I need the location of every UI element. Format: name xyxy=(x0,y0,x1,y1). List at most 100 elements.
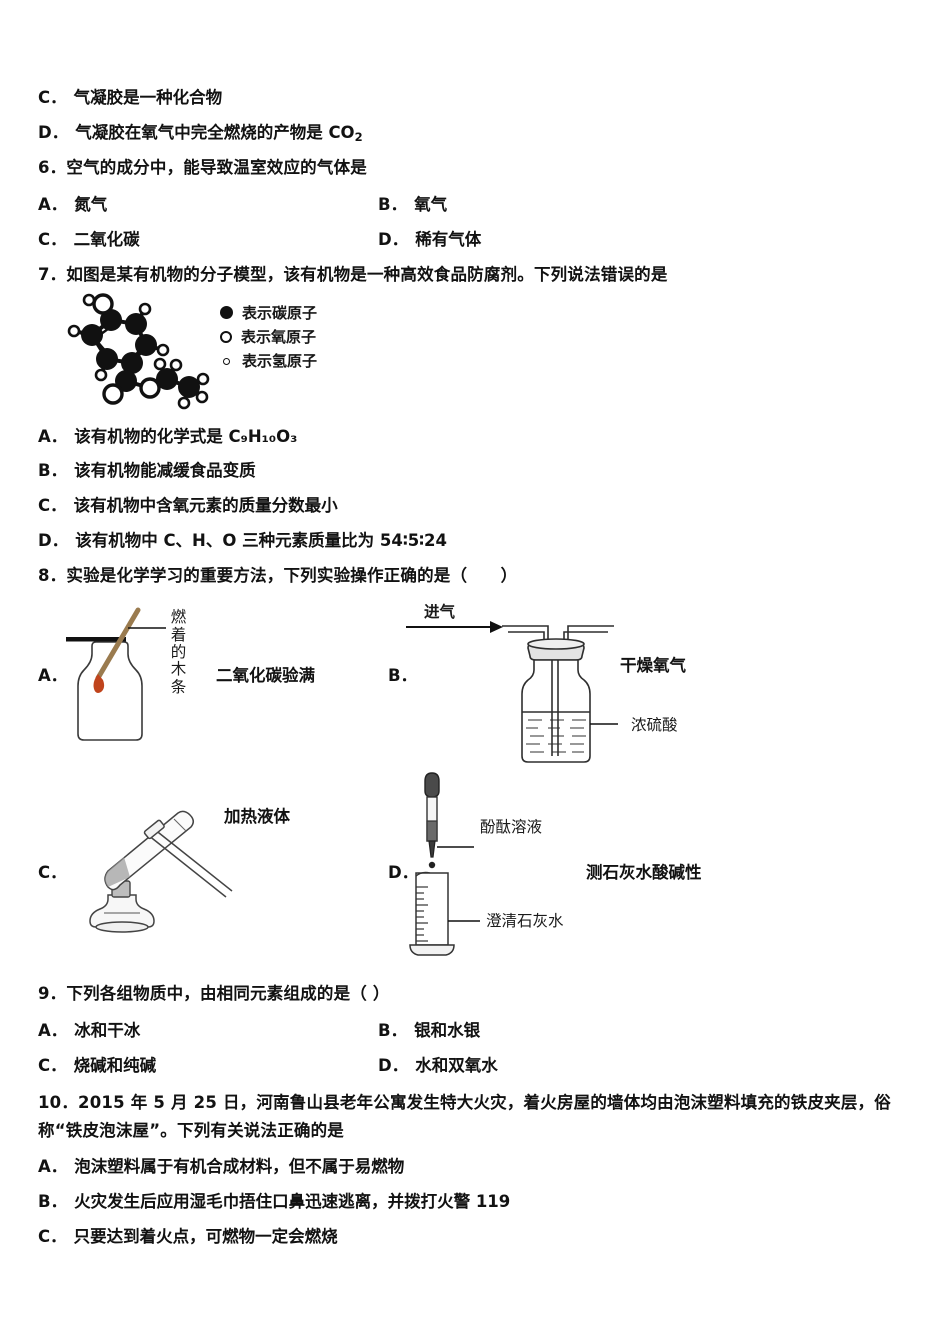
option-text: 稀有气体 xyxy=(415,229,482,249)
question-stem-6: 6．空气的成分中，能导致温室效应的气体是 xyxy=(38,157,367,177)
option-label: D． xyxy=(38,122,69,142)
caption-b: 干燥氧气 xyxy=(620,656,686,676)
dropper-liquid xyxy=(426,820,438,842)
option-text: 银和水银 xyxy=(414,1021,481,1041)
option-q7-b: B．该有机物能减缓食品变质 xyxy=(38,459,918,483)
option-q9-d: D． 水和双氧水 xyxy=(378,1054,718,1078)
washing-bottle-body xyxy=(521,659,591,763)
option-text: 只要达到着火点，可燃物一定会燃烧 xyxy=(73,1226,338,1246)
option-label: D． xyxy=(378,1055,409,1075)
option-text: 二氧化碳 xyxy=(73,229,140,249)
dropper-bulb xyxy=(424,772,440,798)
molecule-diagram xyxy=(67,292,210,409)
subscript-two: 2 xyxy=(354,130,363,145)
option-text: 泡沫塑料属于有机合成材料，但不属于易燃物 xyxy=(74,1156,405,1176)
option-label: B． xyxy=(38,461,68,481)
choice-letter-d: D． xyxy=(388,863,419,883)
molecule-legend: 表示碳原子 表示氧原子 表示氢原子 xyxy=(220,301,317,374)
option-text: 冰和干冰 xyxy=(74,1021,141,1041)
option-text: 该有机物的化学式是 C₉H₁₀O₃ xyxy=(74,426,298,446)
legend-label-oxygen: 表示氧原子 xyxy=(241,327,317,346)
collection-bottle xyxy=(77,641,143,741)
dropper-tip xyxy=(428,840,436,858)
caption-d: 测石灰水酸碱性 xyxy=(586,863,702,883)
option-label: C． xyxy=(38,496,67,516)
option-row-q6-ab: A．氮气 B．氧气 xyxy=(38,193,918,217)
experiment-choice-a: A． 燃着的木条 二氧化碳验满 xyxy=(38,596,388,771)
option-label: D． xyxy=(378,229,409,249)
experiment-row-cd: C． xyxy=(38,771,918,976)
experiment-choice-d: D． xyxy=(388,771,738,976)
option-q6-c: C． 二氧化碳 xyxy=(38,228,378,252)
option-row-q5-d: D． 气凝胶在氧气中完全燃烧的产物是 CO2 xyxy=(38,121,918,145)
test-tube-holder xyxy=(143,819,233,898)
option-label: C． xyxy=(38,229,67,249)
option-label: A． xyxy=(38,426,68,446)
phenolphthalein-solution-label: 酚酞溶液 xyxy=(480,818,543,837)
tube-liquid xyxy=(105,857,130,888)
option-text: 气凝胶在氧气中完全燃烧的产物是 CO xyxy=(75,122,355,142)
option-row-q5-c: C． 气凝胶是一种化合物 xyxy=(38,86,918,110)
option-label: A． xyxy=(38,1156,68,1176)
figure-molecular-model: 表示碳原子 表示氧原子 表示氢原子 xyxy=(38,292,918,415)
caption-a: 二氧化碳验满 xyxy=(216,666,315,686)
option-row-q6-cd: C． 二氧化碳 D． 稀有气体 xyxy=(38,228,918,252)
option-label: B． xyxy=(378,1021,408,1041)
burning-wooden-stick-label: 燃着的木条 xyxy=(170,608,187,696)
option-label: D． xyxy=(38,531,69,551)
option-text: 火灾发生后应用湿毛巾捂住口鼻迅速逃离，并拨打火警 119 xyxy=(74,1191,511,1211)
molecule-hydrogen-atoms xyxy=(67,293,210,409)
option-q6-d: D． 稀有气体 xyxy=(378,228,718,252)
option-label: A． xyxy=(38,1021,68,1041)
option-label: C． xyxy=(38,1055,67,1075)
option-text: 气凝胶是一种化合物 xyxy=(73,88,223,107)
legend-item-hydrogen: 表示氢原子 xyxy=(220,349,317,373)
legend-label-carbon: 表示碳原子 xyxy=(242,303,318,322)
option-label: A． xyxy=(38,194,68,214)
alcohol-lamp xyxy=(89,894,155,928)
legend-item-carbon: 表示碳原子 xyxy=(220,301,317,325)
option-row-q9-ab: A． 冰和干冰 B． 银和水银 xyxy=(38,1019,918,1043)
legend-label-hydrogen: 表示氢原子 xyxy=(242,352,318,371)
experiment-row-ab: A． 燃着的木条 二氧化碳验满 xyxy=(38,596,918,771)
experiment-choice-b: B． 进气 xyxy=(388,596,738,771)
option-q9-b: B． 银和水银 xyxy=(378,1019,718,1043)
option-text: 水和双氧水 xyxy=(415,1055,498,1075)
option-q10-c: C． 只要达到着火点，可燃物一定会燃烧 xyxy=(38,1225,918,1249)
inlet-tube xyxy=(502,625,549,643)
option-row-q9-cd: C．烧碱和纯碱 D． 水和双氧水 xyxy=(38,1054,918,1078)
graduation-marks xyxy=(416,886,428,942)
option-q7-c: C． 该有机物中含氧元素的质量分数最小 xyxy=(38,494,918,518)
option-label: C． xyxy=(38,1226,67,1246)
question-stem-9: 9．下列各组物质中，由相同元素组成的是（ ） xyxy=(38,984,390,1004)
dropper-over-graduated-cylinder-diagram xyxy=(409,772,480,956)
question-stem-7: 7．如图是某有机物的分子模型，该有机物是一种高效食品防腐剂。下列说法错误的是 xyxy=(38,264,668,284)
choice-letter-a: A． xyxy=(38,666,68,686)
experiment-figures-grid: A． 燃着的木条 二氧化碳验满 xyxy=(38,596,918,976)
filled-circle-icon xyxy=(220,306,233,320)
option-text: 该有机物中含氧元素的质量分数最小 xyxy=(73,496,338,516)
option-text: 该有机物中 C、H、O 三种元素质量比为 54∶5∶24 xyxy=(75,531,447,551)
molecule-carbon-atoms xyxy=(81,308,200,398)
glass-plate xyxy=(66,637,126,642)
concentrated-sulfuric-acid-label: 浓硫酸 xyxy=(631,716,678,735)
option-q9-c: C．烧碱和纯碱 xyxy=(38,1054,378,1078)
liquid-drop xyxy=(428,861,436,869)
option-q9-a: A． 冰和干冰 xyxy=(38,1019,378,1043)
bottle-with-burning-stick-diagram xyxy=(66,607,166,741)
option-q7-a: A． 该有机物的化学式是 C₉H₁₀O₃ xyxy=(38,425,918,449)
liquid-hatching xyxy=(526,719,586,753)
open-circle-icon xyxy=(220,330,232,343)
choice-letter-b: B． xyxy=(388,666,418,686)
page-content: C． 气凝胶是一种化合物 D． 气凝胶在氧气中完全燃烧的产物是 CO2 6．空气的成… xyxy=(38,86,918,1259)
experiment-choice-c: C． xyxy=(38,771,388,976)
option-label: B． xyxy=(378,194,408,214)
legend-item-oxygen: 表示氧原子 xyxy=(220,325,317,349)
graduated-cylinder xyxy=(415,872,449,946)
caption-c: 加热液体 xyxy=(224,807,290,827)
molecule-oxygen-atoms xyxy=(92,292,161,405)
test-tube xyxy=(104,810,194,891)
option-q6-b: B．氧气 xyxy=(378,193,718,217)
option-label: C． xyxy=(38,88,67,107)
